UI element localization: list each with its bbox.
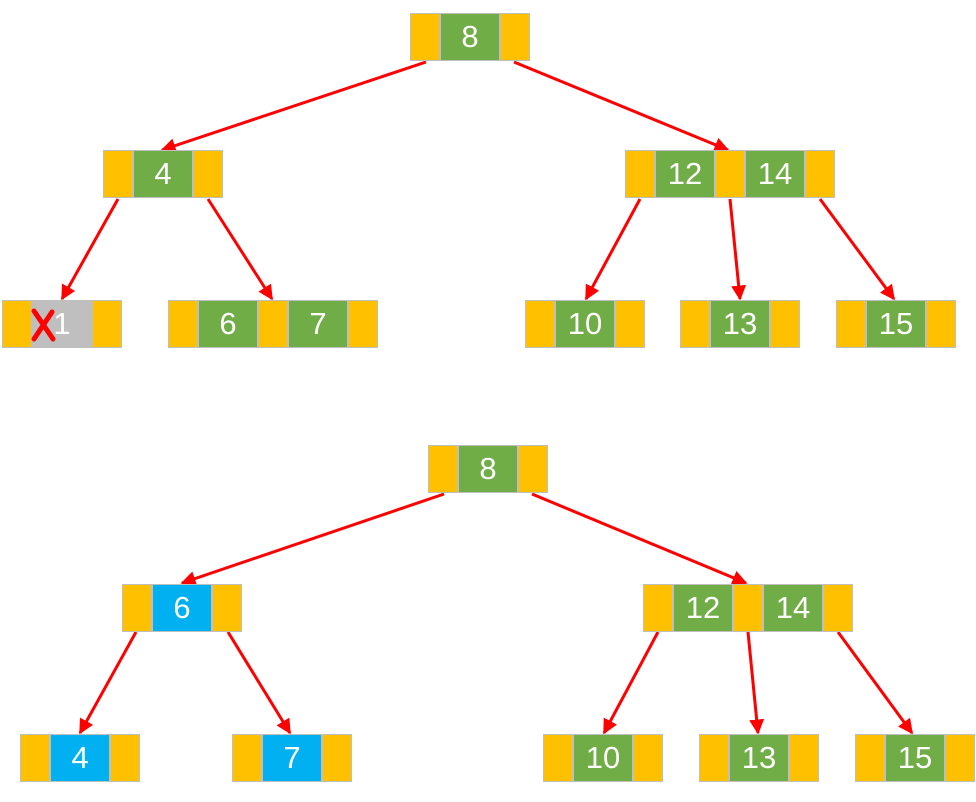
edge-bottom-root-left <box>180 492 445 586</box>
edge-top-4-right <box>206 198 274 301</box>
key-cell: 15 <box>885 734 945 782</box>
edge-top-root-left <box>160 60 427 153</box>
edge-bottom-root-right <box>531 492 748 585</box>
pointer-slot <box>122 584 152 632</box>
key-cell: 8 <box>458 445 518 493</box>
top-leaf-deleted: 1 <box>2 300 122 348</box>
edge-bottom-6-left <box>78 631 138 735</box>
pointer-slot <box>643 584 673 632</box>
pointer-slot <box>770 300 800 348</box>
pointer-slot <box>525 300 555 348</box>
key-cell: 4 <box>50 734 110 782</box>
pointer-slot <box>322 734 352 782</box>
edge-bottom-12-mid <box>746 631 765 735</box>
top-leaf-10: 10 <box>525 300 645 348</box>
pointer-slot <box>680 300 710 348</box>
pointer-slot <box>410 13 440 61</box>
pointer-slot <box>258 300 288 348</box>
edge-top-12-mid <box>728 198 747 301</box>
top-right-internal-node: 12 14 <box>625 150 835 198</box>
top-left-internal-node: 4 <box>103 150 223 198</box>
bottom-right-internal-node: 12 14 <box>643 584 853 632</box>
bottom-leaf-10: 10 <box>543 734 663 782</box>
pointer-slot <box>168 300 198 348</box>
key-cell: 8 <box>440 13 500 61</box>
bottom-leaf-4: 4 <box>20 734 140 782</box>
key-cell: 12 <box>655 150 715 198</box>
key-cell: 6 <box>152 584 212 632</box>
key-cell: 4 <box>133 150 193 198</box>
pointer-slot <box>945 734 975 782</box>
bottom-leaf-15: 15 <box>855 734 975 782</box>
pointer-slot <box>110 734 140 782</box>
bottom-left-internal-node: 6 <box>122 584 242 632</box>
edge-top-root-right <box>513 60 730 152</box>
pointer-slot <box>926 300 956 348</box>
key-label: 1 <box>53 306 71 341</box>
deleted-key-cell: 1 <box>31 300 92 348</box>
pointer-slot <box>823 584 853 632</box>
key-cell: 6 <box>198 300 258 348</box>
pointer-slot <box>348 300 378 348</box>
pointer-slot <box>212 584 242 632</box>
edge-bottom-6-right <box>226 631 292 735</box>
pointer-slot <box>543 734 573 782</box>
x-mark-icon <box>31 308 56 342</box>
key-cell: 14 <box>745 150 805 198</box>
bottom-root-node: 8 <box>428 445 548 493</box>
pointer-slot <box>715 150 745 198</box>
key-cell: 10 <box>573 734 633 782</box>
pointer-slot <box>92 300 122 348</box>
key-cell: 15 <box>866 300 926 348</box>
pointer-slot <box>518 445 548 493</box>
top-root-node: 8 <box>410 13 530 61</box>
pointer-slot <box>625 150 655 198</box>
top-leaf-15: 15 <box>836 300 956 348</box>
edge-top-12-right <box>818 198 896 301</box>
pointer-slot <box>855 734 885 782</box>
pointer-slot <box>232 734 262 782</box>
pointer-slot <box>733 584 763 632</box>
key-cell: 13 <box>710 300 770 348</box>
pointer-slot <box>789 734 819 782</box>
pointer-slot <box>699 734 729 782</box>
key-cell: 12 <box>673 584 733 632</box>
pointer-slot <box>103 150 133 198</box>
key-cell: 7 <box>262 734 322 782</box>
top-leaf-13: 13 <box>680 300 800 348</box>
bottom-leaf-7: 7 <box>232 734 352 782</box>
pointer-slot <box>836 300 866 348</box>
pointer-slot <box>615 300 645 348</box>
bottom-leaf-13: 13 <box>699 734 819 782</box>
key-cell: 14 <box>763 584 823 632</box>
edge-top-4-left <box>60 198 120 301</box>
pointer-slot <box>633 734 663 782</box>
top-leaf-6-7: 6 7 <box>168 300 378 348</box>
edge-bottom-12-left <box>602 631 660 735</box>
pointer-slot <box>805 150 835 198</box>
edge-bottom-12-right <box>836 631 914 735</box>
key-cell: 10 <box>555 300 615 348</box>
pointer-slot <box>500 13 530 61</box>
pointer-slot <box>193 150 223 198</box>
pointer-slot <box>20 734 50 782</box>
pointer-slot <box>428 445 458 493</box>
key-cell: 7 <box>288 300 348 348</box>
key-cell: 13 <box>729 734 789 782</box>
pointer-slot <box>2 300 32 348</box>
edge-top-12-left <box>584 198 642 301</box>
